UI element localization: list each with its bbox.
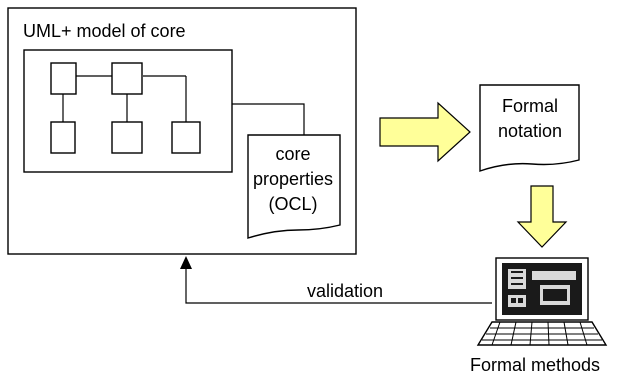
formal-notation-line-2: notation: [498, 121, 562, 141]
formal-notation-line-1: Formal: [502, 96, 558, 116]
class-diagram-frame: [23, 49, 233, 173]
arrow-down-icon: [516, 185, 568, 248]
ocl-properties-note: [247, 134, 341, 239]
ocl-note-line-1: core: [275, 144, 310, 164]
model-title: UML+ model of core: [23, 21, 186, 41]
class-box: [111, 62, 143, 95]
class-box: [111, 121, 143, 154]
class-boxes: [50, 62, 201, 154]
model-container: [7, 7, 357, 255]
arrowhead-up-icon: [180, 256, 192, 269]
validation-feedback-line: [185, 266, 492, 304]
computer-icon: [476, 257, 608, 346]
ocl-note-line-2: properties: [253, 169, 333, 189]
formal-methods-caption: Formal methods: [470, 355, 600, 375]
class-box: [50, 121, 76, 154]
class-connectors: [62, 75, 187, 122]
validation-label: validation: [307, 281, 383, 301]
arrow-right-icon: [379, 101, 471, 163]
note-link-line: [232, 103, 305, 135]
formal-notation-doc: [479, 84, 580, 172]
ocl-note-line-3: (OCL): [269, 194, 318, 214]
class-box: [50, 62, 77, 95]
class-box: [171, 121, 201, 154]
